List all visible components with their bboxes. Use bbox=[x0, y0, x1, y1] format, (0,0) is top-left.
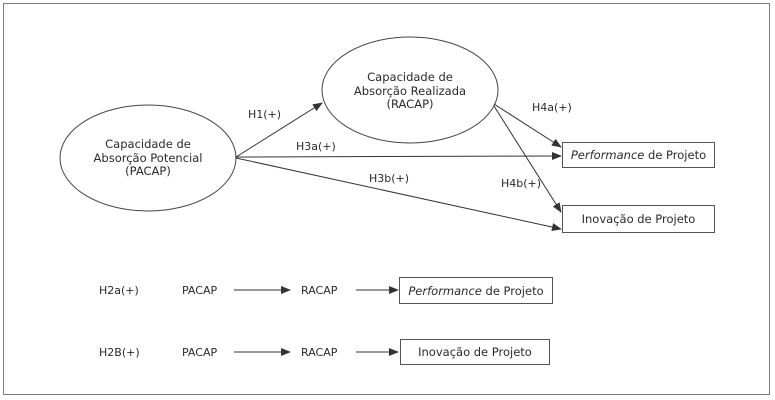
row1-from: PACAP bbox=[182, 284, 218, 297]
performance-italic: Performance bbox=[570, 148, 645, 162]
row1-target-rest: de Projeto bbox=[481, 283, 544, 298]
inovacao-box: Inovação de Projeto bbox=[562, 205, 715, 233]
label-h4a: H4a(+) bbox=[532, 101, 572, 114]
arrow-h3a bbox=[235, 152, 562, 161]
row2-via: RACAP bbox=[301, 346, 338, 359]
label-h4b: H4b(+) bbox=[501, 177, 542, 190]
label-h3b: H3b(+) bbox=[369, 172, 410, 185]
row2-target-box: Inovação de Projeto bbox=[400, 339, 550, 365]
racap-label: Capacidade de Absorção Realizada (RACAP) bbox=[340, 70, 480, 112]
pacap-line1: Capacidade de bbox=[105, 137, 191, 151]
arrow-h3b bbox=[235, 157, 562, 231]
arrow-h1 bbox=[235, 102, 323, 158]
pacap-line3: (PACAP) bbox=[125, 164, 171, 178]
racap-line3: (RACAP) bbox=[386, 97, 434, 111]
row1-label: H2a(+) bbox=[99, 284, 139, 297]
figure-frame bbox=[3, 3, 770, 395]
racap-line1: Capacidade de bbox=[367, 70, 453, 84]
pacap-line2: Absorção Potencial bbox=[93, 150, 203, 165]
row1-target-box: Performance de Projeto bbox=[399, 277, 553, 304]
arrow-h4a bbox=[493, 103, 562, 148]
performance-rest: de Projeto bbox=[644, 148, 707, 162]
performance-box: Performance de Projeto bbox=[562, 142, 715, 168]
label-h3a: H3a(+) bbox=[296, 140, 336, 153]
racap-ellipse bbox=[321, 36, 499, 144]
racap-line2: Absorção Realizada bbox=[353, 83, 467, 98]
label-h1: H1(+) bbox=[248, 108, 282, 121]
row2-target-label: Inovação de Projeto bbox=[418, 345, 532, 359]
pacap-label: Capacidade de Absorção Potencial (PACAP) bbox=[78, 137, 218, 179]
row2-label: H2B(+) bbox=[99, 346, 140, 359]
inovacao-label: Inovação de Projeto bbox=[581, 212, 696, 226]
arrow-h4b bbox=[493, 105, 562, 213]
row2-from: PACAP bbox=[182, 346, 218, 359]
row1-target-italic: Performance bbox=[408, 283, 482, 298]
row1-via: RACAP bbox=[301, 284, 338, 297]
